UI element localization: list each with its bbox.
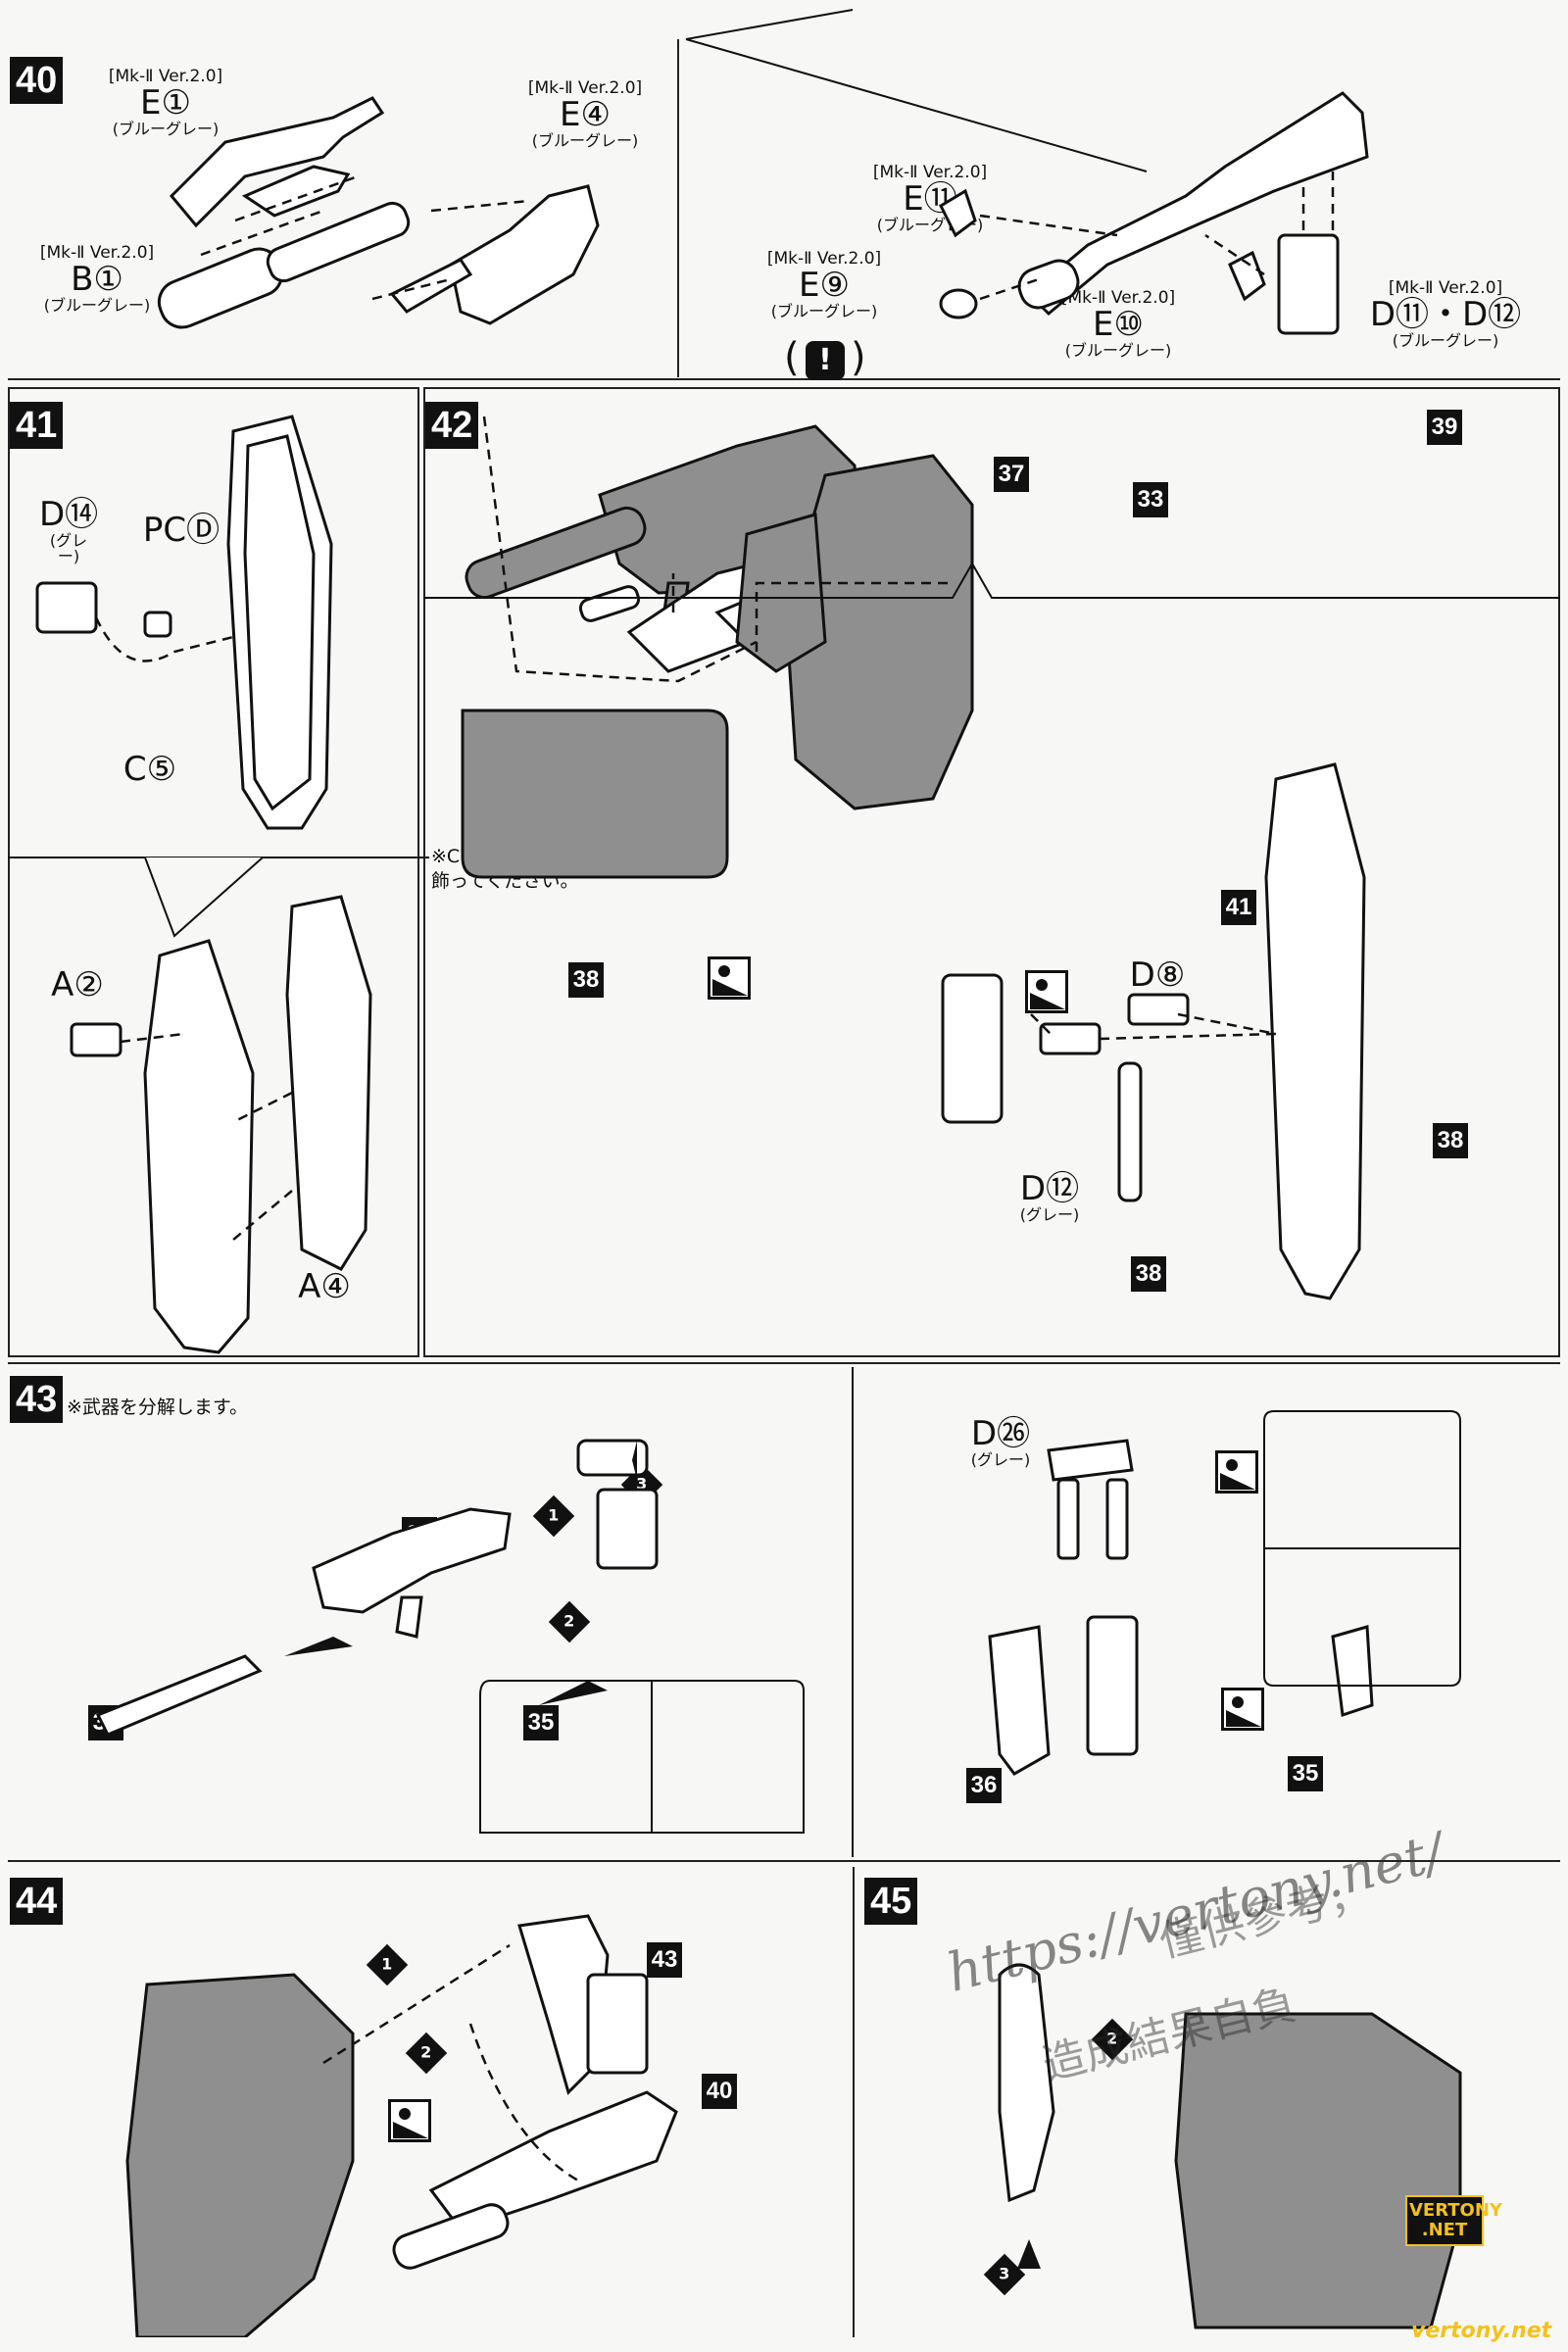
- step-41-diagram: [8, 415, 429, 1354]
- part-label-a2: A②: [43, 965, 112, 1004]
- step-44-number: 44: [10, 1878, 64, 1925]
- step-43-note: ※武器を分解します。: [67, 1396, 249, 1418]
- footer-url: vertony.net: [1411, 2319, 1552, 2343]
- part-version: [Mk-Ⅱ Ver.2.0]: [872, 163, 988, 182]
- part-label-d12: D⑫ (グレー): [1015, 1169, 1084, 1224]
- part-color: (ブルーグレー): [531, 130, 639, 150]
- swap-symbol: [1221, 1688, 1264, 1731]
- step-44-panel: [8, 1867, 855, 2337]
- step-45-number: 45: [864, 1878, 918, 1925]
- swap-symbol: [1215, 1450, 1258, 1494]
- step-43-panel: [8, 1362, 1560, 1862]
- ref-badge-38b: 38: [1433, 1123, 1468, 1158]
- part-label-e1: [Mk-Ⅱ Ver.2.0] E① (ブルーグレー): [82, 67, 249, 138]
- ref-badge-39: 39: [1427, 410, 1462, 445]
- ref-badge-40b: 40: [702, 2074, 737, 2109]
- part-color: (ブルーグレー): [43, 295, 151, 315]
- part-version: [Mk-Ⅱ Ver.2.0]: [766, 249, 882, 269]
- part-color: (グレー): [970, 1449, 1031, 1469]
- swap-symbol: [388, 2099, 431, 2142]
- part-color: (ブルーグレー): [112, 119, 220, 138]
- step-41-panel: [8, 387, 419, 1357]
- vertony-logo: VERTONY .NET: [1405, 2195, 1502, 2246]
- ref-badge-33: 33: [1133, 482, 1168, 517]
- part-code: E①: [140, 82, 191, 122]
- part-version: [Mk-Ⅱ Ver.2.0]: [39, 243, 155, 263]
- part-version: [Mk-Ⅱ Ver.2.0]: [527, 78, 643, 98]
- part-version: [Mk-Ⅱ Ver.2.0]: [1060, 288, 1176, 308]
- part-code: PCⒹ: [142, 511, 220, 550]
- ref-badge-41: 41: [1221, 890, 1256, 925]
- part-version: [Mk-Ⅱ Ver.2.0]: [108, 67, 223, 86]
- part-color: (グレー): [1019, 1204, 1080, 1224]
- part-label-d11-d12: [Mk-Ⅱ Ver.2.0] D⑪・D⑫ (ブルーグレー): [1343, 278, 1548, 350]
- part-code: A②: [51, 965, 104, 1004]
- part-label-d14: D⑭ (グレー): [39, 495, 99, 566]
- part-label-b1: [Mk-Ⅱ Ver.2.0] B① (ブルーグレー): [14, 243, 180, 315]
- step-44-diagram: [125, 1914, 678, 2337]
- part-label-e9: [Mk-Ⅱ Ver.2.0] E⑨ (ブルーグレー): [741, 249, 907, 320]
- swap-symbol: [708, 956, 751, 1000]
- part-label-pcd: PCⒹ: [127, 511, 235, 550]
- step-43-diagram: [95, 1367, 1461, 1857]
- part-color: (ブルーグレー): [1392, 330, 1499, 350]
- ref-badge-35b: 35: [1288, 1756, 1323, 1791]
- part-label-d26: D㉖ (グレー): [966, 1414, 1035, 1469]
- part-code: A④: [298, 1267, 351, 1306]
- warning-paren-left: (: [784, 335, 800, 380]
- warning-paren-right: ): [851, 335, 866, 380]
- step-43-number: 43: [10, 1376, 64, 1423]
- ref-badge-36b: 36: [966, 1768, 1002, 1803]
- part-code: D⑫: [1019, 1169, 1080, 1208]
- part-code: E⑨: [799, 265, 850, 305]
- step-42-panel: [423, 387, 1560, 1357]
- step-42-diagram: [423, 416, 1560, 1300]
- part-version: [Mk-Ⅱ Ver.2.0]: [1388, 278, 1503, 298]
- step-40-panel: [8, 8, 1560, 380]
- part-code: D⑭: [39, 495, 99, 534]
- ref-badge-43: 43: [647, 1942, 682, 1978]
- swap-symbol: [1025, 970, 1068, 1013]
- part-code: E④: [560, 94, 611, 134]
- ref-badge-37: 37: [994, 457, 1029, 492]
- ref-badge-38a: 38: [568, 962, 604, 998]
- part-code: D⑧: [1129, 956, 1186, 995]
- step-40-number: 40: [10, 57, 64, 104]
- part-color: (ブルーグレー): [770, 301, 878, 320]
- step-41-number: 41: [10, 402, 64, 449]
- step-42-number: 42: [425, 402, 479, 449]
- part-code: B①: [71, 259, 123, 299]
- part-label-c5: C⑤: [116, 750, 184, 789]
- part-label-a4: A④: [290, 1267, 359, 1306]
- part-color: (ブルーグレー): [1064, 340, 1172, 360]
- warning-icon: !: [806, 341, 845, 380]
- step-40-diagram: [157, 9, 1369, 377]
- part-color: (グレー): [49, 530, 88, 566]
- part-code: C⑤: [122, 750, 177, 789]
- ref-badge-35a: 35: [523, 1705, 559, 1740]
- part-code: D㉖: [970, 1414, 1031, 1453]
- part-code: E⑩: [1093, 304, 1144, 344]
- part-label-e4: [Mk-Ⅱ Ver.2.0] E④ (ブルーグレー): [502, 78, 668, 150]
- ref-badge-38c: 38: [1131, 1256, 1166, 1292]
- step-45-diagram: [998, 1963, 1462, 2329]
- part-code: D⑪・D⑫: [1369, 294, 1522, 334]
- part-label-e10: [Mk-Ⅱ Ver.2.0] E⑩ (ブルーグレー): [1035, 288, 1201, 360]
